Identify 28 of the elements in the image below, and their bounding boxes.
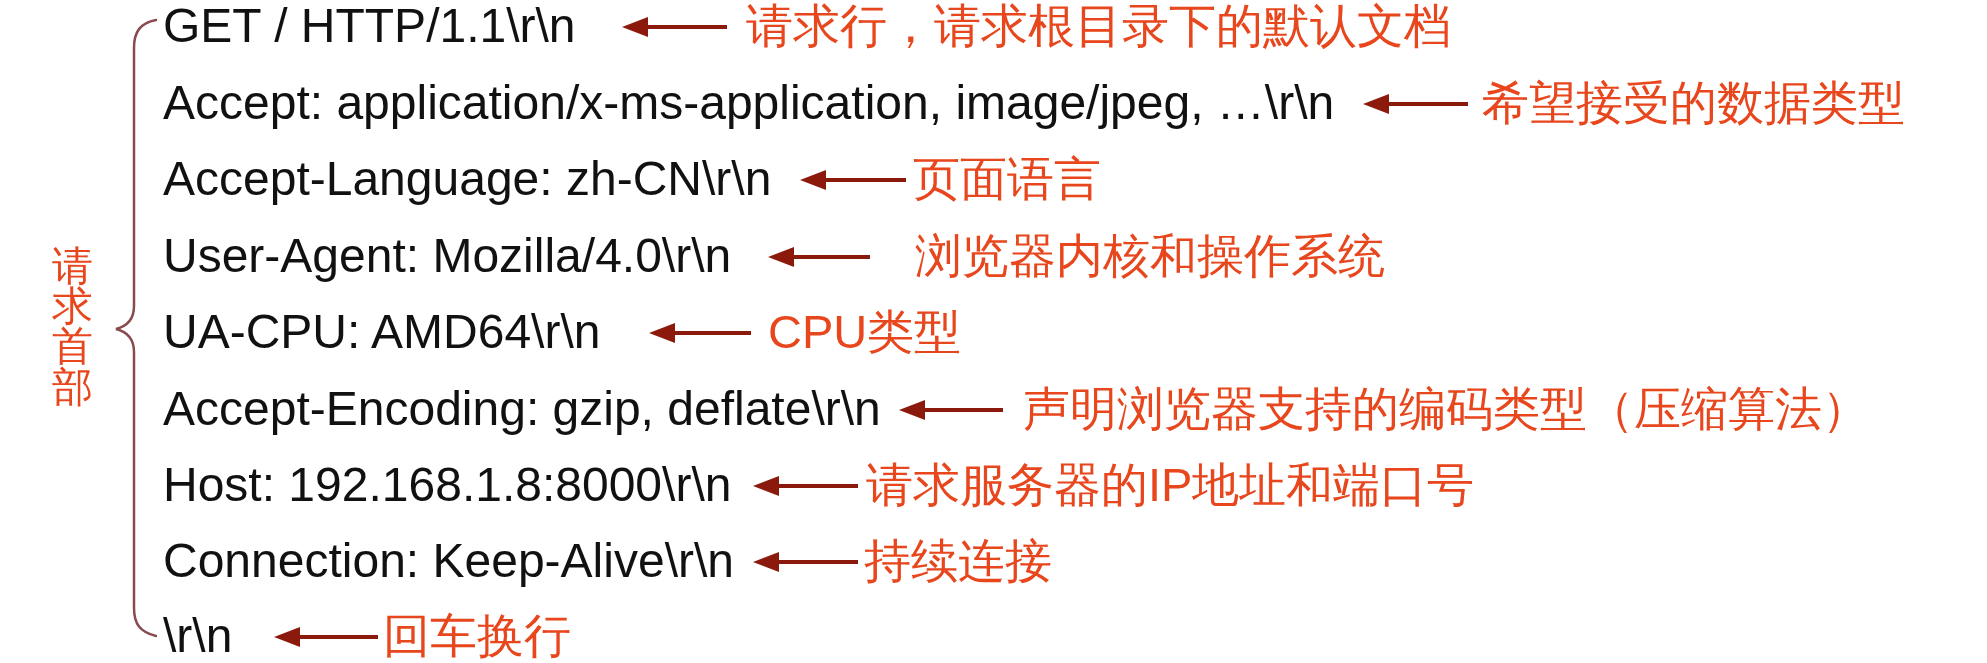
group-label: 请求首部 <box>51 245 93 407</box>
header-line: Accept: application/x-ms-application, image/jpeg, …\r\n <box>163 75 1335 131</box>
header-line: \r\n <box>163 608 233 663</box>
header-line: Host: 192.168.1.8:8000\r\n <box>163 457 732 513</box>
header-line: Accept-Language: zh-CN\r\n <box>163 151 772 207</box>
annotation-text: 希望接受的数据类型 <box>1482 76 1905 130</box>
annotation-text: 页面语言 <box>913 152 1101 206</box>
arrow <box>274 627 378 647</box>
arrow <box>622 17 727 37</box>
header-line: Connection: Keep-Alive\r\n <box>163 533 734 589</box>
arrow <box>768 247 870 267</box>
annotation-text: CPU类型 <box>768 305 962 359</box>
annotation-text: 持续连接 <box>864 534 1052 588</box>
header-line: User-Agent: Mozilla/4.0\r\n <box>163 228 732 284</box>
arrow <box>1363 94 1468 114</box>
annotation-text: 请求行，请求根目录下的默认文档 <box>746 0 1451 53</box>
arrow <box>800 170 906 190</box>
annotation-text: 请求服务器的IP地址和端口号 <box>866 458 1475 512</box>
header-line: Accept-Encoding: gzip, deflate\r\n <box>163 381 881 437</box>
arrow <box>753 476 858 496</box>
annotation-text: 回车换行 <box>383 609 571 663</box>
header-line: UA-CPU: AMD64\r\n <box>163 304 601 360</box>
arrow <box>649 323 751 343</box>
annotation-text: 浏览器内核和操作系统 <box>915 229 1385 283</box>
header-line: GET / HTTP/1.1\r\n <box>163 0 576 54</box>
arrow <box>753 552 858 572</box>
annotation-text: 声明浏览器支持的编码类型（压缩算法） <box>1023 382 1869 436</box>
arrow <box>899 400 1003 420</box>
